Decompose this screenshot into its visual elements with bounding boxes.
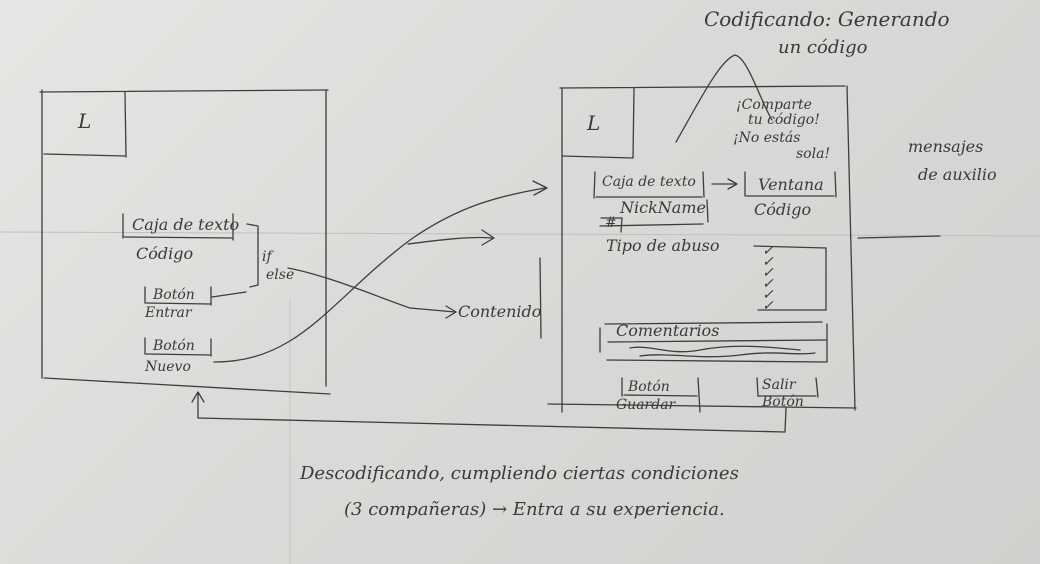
side-note-line2: de auxilio — [918, 165, 997, 184]
right-textbox-brackets — [593, 171, 705, 199]
abuse-check[interactable]: ✓ — [762, 265, 774, 281]
window-code-caption: Código — [754, 200, 812, 219]
abuse-check[interactable]: ✓ — [762, 243, 774, 259]
if-else-bracket — [246, 223, 259, 288]
left-logo: L — [78, 109, 92, 133]
save-button-brackets — [621, 377, 701, 413]
ifelse-to-content-arrow — [287, 267, 456, 313]
save-caption: Guardar — [616, 397, 676, 413]
side-note-line1: mensajes — [908, 137, 984, 156]
arrowhead-mid — [481, 229, 495, 246]
right-textbox-label[interactable]: Caja de texto — [602, 174, 696, 190]
share-line4: sola! — [796, 146, 831, 162]
abuse-check[interactable]: ✓ — [762, 287, 774, 303]
checkbox-list-frame — [753, 245, 827, 311]
else-label: else — [266, 267, 295, 283]
return-loop-line — [197, 393, 787, 433]
arrowhead-content — [445, 305, 457, 319]
left-textbox-label[interactable]: Caja de texto — [132, 215, 240, 234]
abuse-check[interactable]: ✓ — [762, 298, 774, 314]
left-textbox-brackets — [122, 213, 234, 241]
fold-line-horizontal — [0, 231, 1040, 237]
left-code-caption: Código — [136, 244, 194, 263]
abuse-check[interactable]: ✓ — [762, 276, 774, 292]
left-logo-box — [43, 91, 127, 158]
content-label: Contenido — [458, 302, 542, 321]
share-line3: ¡No estás — [733, 130, 801, 146]
left-new-button-brackets — [144, 337, 212, 357]
left-enter-button-brackets — [144, 286, 212, 306]
comments-label[interactable]: Comentarios — [616, 321, 720, 340]
abuse-check[interactable]: ✓ — [762, 254, 774, 270]
right-logo-box — [561, 87, 635, 159]
left-enter-caption: Entrar — [145, 305, 192, 321]
arrowhead-return — [191, 391, 205, 403]
side-divider — [857, 235, 941, 239]
left-new-button[interactable]: Botón — [153, 338, 195, 354]
save-button[interactable]: Botón — [628, 379, 670, 395]
comments-box — [599, 321, 828, 363]
top-note-line1: Codificando: Generando — [704, 7, 950, 31]
arrowhead-window — [727, 178, 738, 190]
share-line1: ¡Comparte — [736, 97, 812, 113]
if-label: if — [262, 249, 272, 265]
pointer-to-top-note — [675, 54, 773, 143]
arrowhead-top — [532, 180, 548, 196]
enter-to-ifelse-line — [211, 291, 247, 298]
left-screen-frame — [39, 89, 331, 395]
bottom-note-line2: (3 compañeras) → Entra a su experiencia. — [344, 499, 725, 520]
right-screen-frame — [547, 85, 857, 413]
share-line2: tu código! — [748, 112, 820, 128]
left-new-caption: Nuevo — [145, 359, 191, 375]
hash-label: # — [605, 215, 617, 231]
new-to-right-arrow — [213, 187, 546, 363]
right-logo: L — [587, 111, 601, 135]
window-label: Ventana — [758, 175, 824, 194]
bottom-note-line1: Descodificando, cumpliendo ciertas condi… — [300, 463, 739, 484]
exit-button[interactable]: Salir — [762, 377, 796, 393]
content-bracket — [539, 257, 542, 339]
left-enter-button[interactable]: Botón — [153, 287, 195, 303]
top-note-line2: un código — [778, 37, 868, 58]
window-box-brackets — [744, 171, 837, 198]
mid-arrow — [407, 236, 493, 245]
abuse-type-label: Tipo de abuso — [606, 236, 720, 255]
exit-caption: Botón — [762, 394, 804, 410]
exit-button-brackets — [756, 377, 819, 398]
nickname-label[interactable]: NickName — [620, 198, 706, 217]
nickname-box-lines — [599, 199, 709, 233]
